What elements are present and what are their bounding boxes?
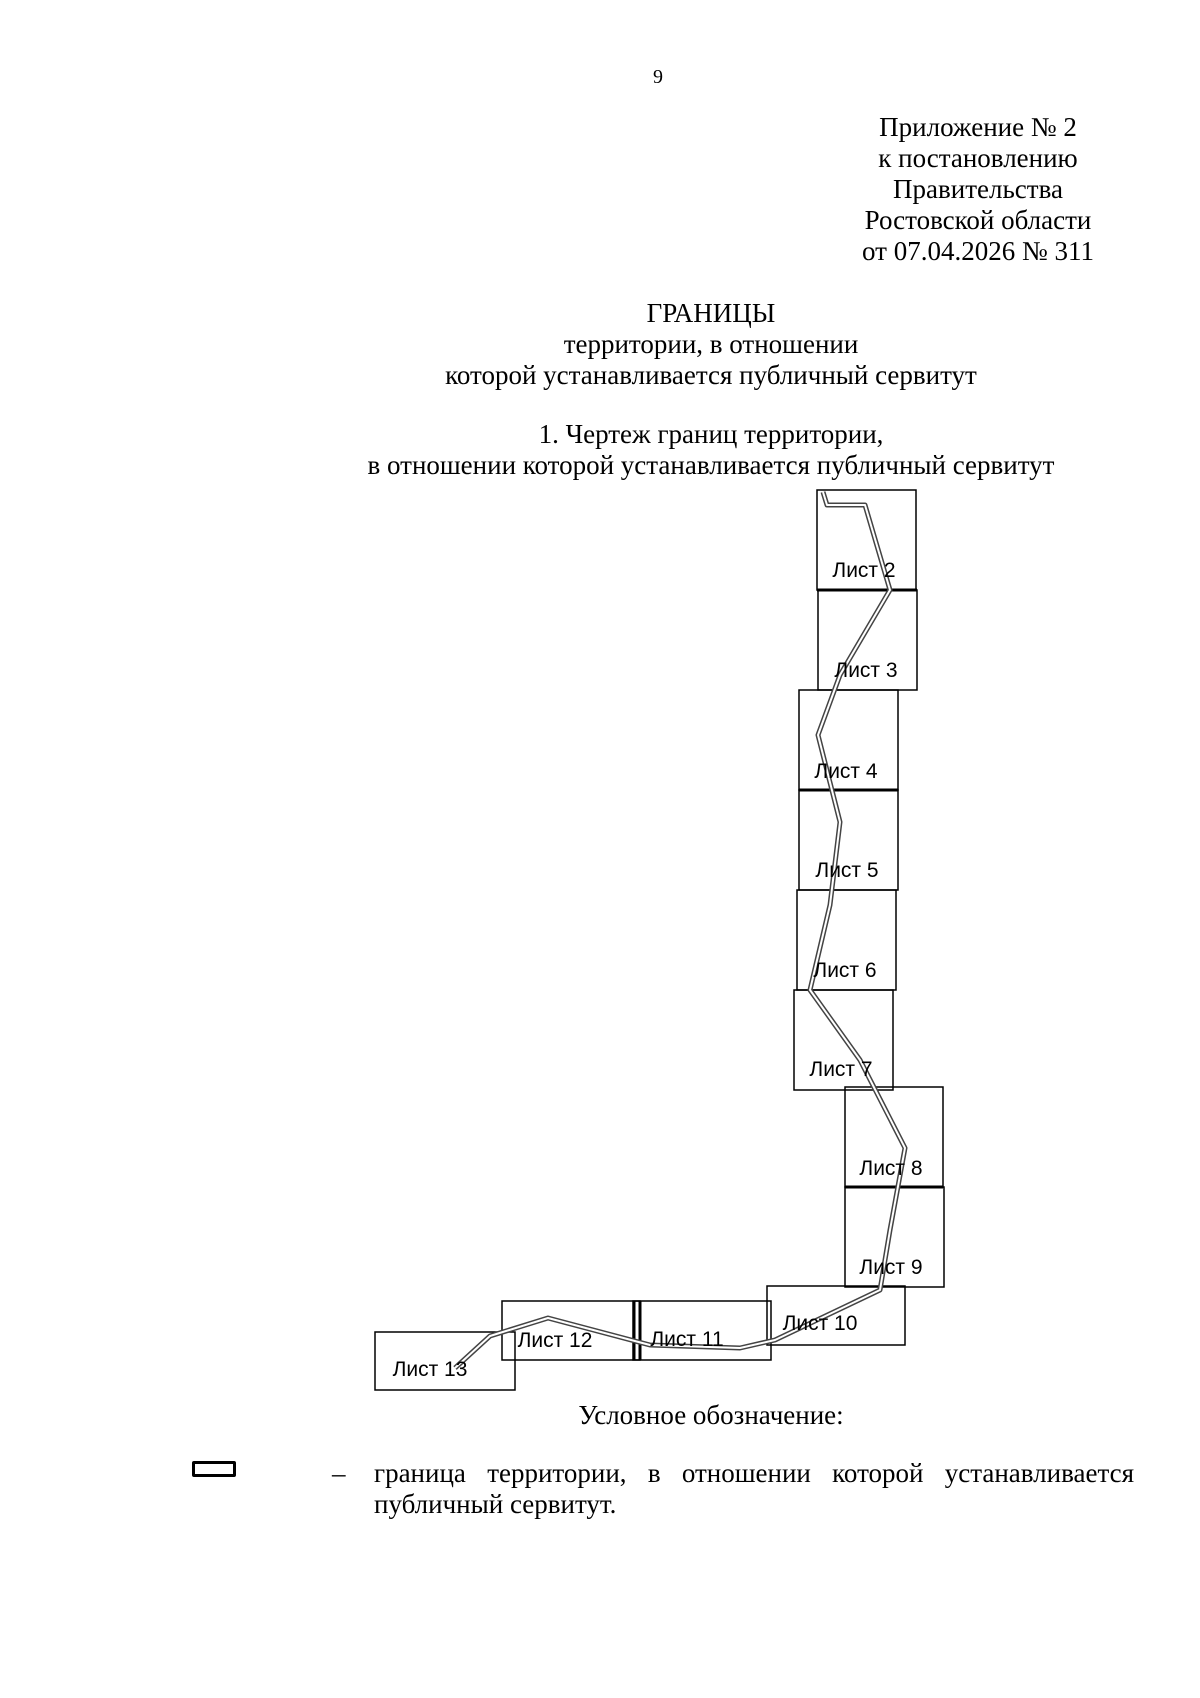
document-title: ГРАНИЦЫ территории, в отношении которой … [0, 298, 1200, 391]
title-main: ГРАНИЦЫ [646, 298, 776, 328]
section-heading: 1. Чертеж границ территории, в отношении… [0, 419, 1200, 481]
section-line: 1. Чертеж границ территории, [538, 419, 884, 449]
legend-description: граница территории, в отношении которой … [374, 1458, 1134, 1519]
sheet-frame [793, 989, 894, 1091]
sheet-label: Лист 2 [832, 559, 895, 582]
sheet-label: Лист 5 [815, 859, 878, 882]
sheet-label: Лист 7 [809, 1058, 872, 1081]
appendix-line: Правительства [893, 174, 1063, 204]
sheet-label: Лист 8 [859, 1157, 922, 1180]
legend-dash: – [332, 1458, 346, 1488]
sheet-label: Лист 4 [814, 760, 877, 783]
appendix-line: к постановлению [878, 143, 1078, 173]
boundary-legend-icon [192, 1461, 236, 1477]
sheet-label: Лист 6 [813, 959, 876, 982]
title-line: территории, в отношении [563, 329, 859, 359]
page-number: 9 [653, 66, 663, 88]
legend-item: – граница территории, в отношении которо… [190, 1458, 1134, 1528]
sheet-label: Лист 10 [783, 1312, 858, 1335]
section-line: в отношении которой устанавливается публ… [367, 450, 1055, 480]
sheet-label: Лист 13 [393, 1358, 468, 1381]
servitude-boundary-line [453, 491, 908, 1370]
legend-title: Условное обозначение: [578, 1400, 844, 1430]
appendix-line: от 07.04.2026 № 311 [862, 236, 1094, 266]
sheet-label: Лист 9 [859, 1256, 922, 1279]
appendix-header: Приложение № 2 к постановлению Правитель… [828, 112, 1128, 267]
title-line: которой устанавливается публичный сервит… [445, 360, 977, 390]
appendix-line: Приложение № 2 [879, 112, 1077, 142]
sheet-frame [374, 1331, 516, 1391]
boundary-map-drawing: Лист 2 Лист 3 Лист 4 Лист 5 Лист 6 Лист … [374, 489, 945, 1391]
sheet-frame [766, 1285, 906, 1346]
sheet-label: Лист 12 [518, 1329, 593, 1352]
sheet-label: Лист 11 [650, 1328, 723, 1351]
appendix-line: Ростовской области [864, 205, 1092, 235]
sheet-label: Лист 3 [834, 659, 897, 682]
